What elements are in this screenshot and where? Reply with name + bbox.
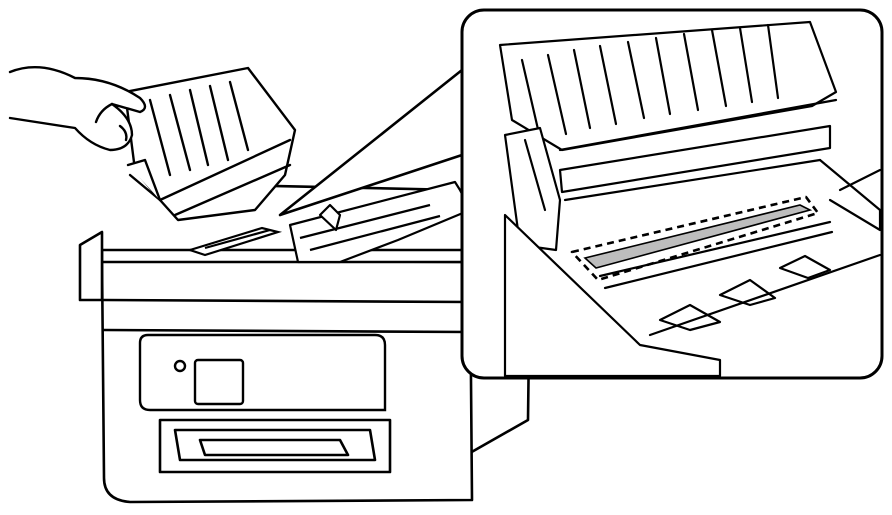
control-panel-icon <box>138 333 387 412</box>
adf-cover-open <box>123 66 297 222</box>
adf-input-tray <box>288 180 472 264</box>
zoomed-scanner-glass <box>583 204 813 269</box>
adf-scanner-glass-small <box>186 226 283 257</box>
zoomed-adf-interior <box>498 20 882 378</box>
dashed-highlight-icon <box>570 195 820 282</box>
hand-icon <box>8 66 147 152</box>
